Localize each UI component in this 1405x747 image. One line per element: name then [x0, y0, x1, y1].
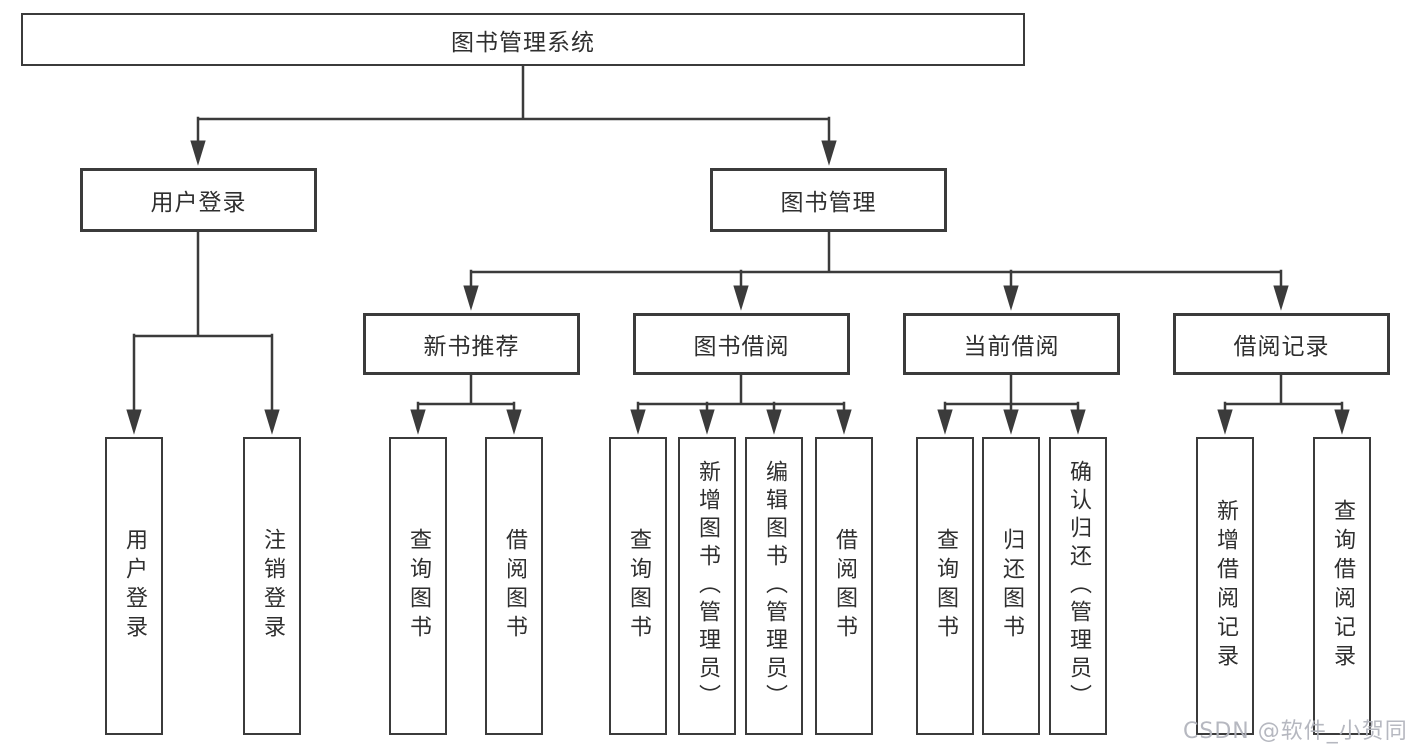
node-leaf-query-books-current: 查询图书: [916, 437, 974, 735]
arrow-head: [1273, 285, 1289, 311]
arrow-head: [190, 140, 206, 166]
arrow-head: [410, 409, 426, 435]
node-system-root: 图书管理系统: [21, 13, 1025, 66]
arrow-head: [821, 140, 837, 166]
connector-root-split: [190, 64, 837, 166]
connector-book-management-split: [463, 229, 1289, 311]
arrow-head: [630, 409, 646, 435]
arrow-head: [1334, 409, 1350, 435]
node-new-book-recommendation: 新书推荐: [363, 313, 580, 375]
node-leaf-query-books-borrow: 查询图书: [609, 437, 667, 735]
arrow-head: [264, 409, 280, 435]
connector-new-book-split: [410, 372, 522, 435]
arrow-head: [1003, 285, 1019, 311]
connector-book-borrow-split: [630, 372, 852, 435]
node-leaf-query-books-recommend: 查询图书: [389, 437, 447, 735]
node-leaf-query-borrow-record: 查询借阅记录: [1313, 437, 1371, 735]
node-leaf-edit-books-admin: 编辑图书（管理员）: [745, 437, 803, 735]
arrow-head: [699, 409, 715, 435]
node-leaf-borrow-books-recommend: 借阅图书: [485, 437, 543, 735]
node-leaf-add-borrow-record: 新增借阅记录: [1196, 437, 1254, 735]
arrow-head: [1003, 409, 1019, 435]
arrow-head: [1217, 409, 1233, 435]
node-book-management: 图书管理: [710, 168, 947, 232]
arrow-head: [766, 409, 782, 435]
node-user-login: 用户登录: [80, 168, 317, 232]
node-current-borrowing: 当前借阅: [903, 313, 1120, 375]
node-book-borrowing: 图书借阅: [633, 313, 850, 375]
arrow-head: [1070, 409, 1086, 435]
node-leaf-logout: 注销登录: [243, 437, 301, 735]
csdn-watermark: CSDN @软件_小贺同学: [1183, 719, 1405, 744]
arrow-head: [836, 409, 852, 435]
arrow-head: [937, 409, 953, 435]
connector-current-borrow-split: [937, 372, 1086, 435]
connector-user-login-split: [126, 229, 280, 435]
node-leaf-add-books-admin: 新增图书（管理员）: [678, 437, 736, 735]
connector-borrow-records-split: [1217, 372, 1350, 435]
arrow-head: [733, 285, 749, 311]
node-leaf-user-login: 用户登录: [105, 437, 163, 735]
arrow-head: [506, 409, 522, 435]
arrow-head: [463, 285, 479, 311]
node-borrowing-records: 借阅记录: [1173, 313, 1390, 375]
node-leaf-confirm-return-admin: 确认归还（管理员）: [1049, 437, 1107, 735]
node-leaf-borrow-books-borrow: 借阅图书: [815, 437, 873, 735]
arrow-head: [126, 409, 142, 435]
node-leaf-return-books: 归还图书: [982, 437, 1040, 735]
